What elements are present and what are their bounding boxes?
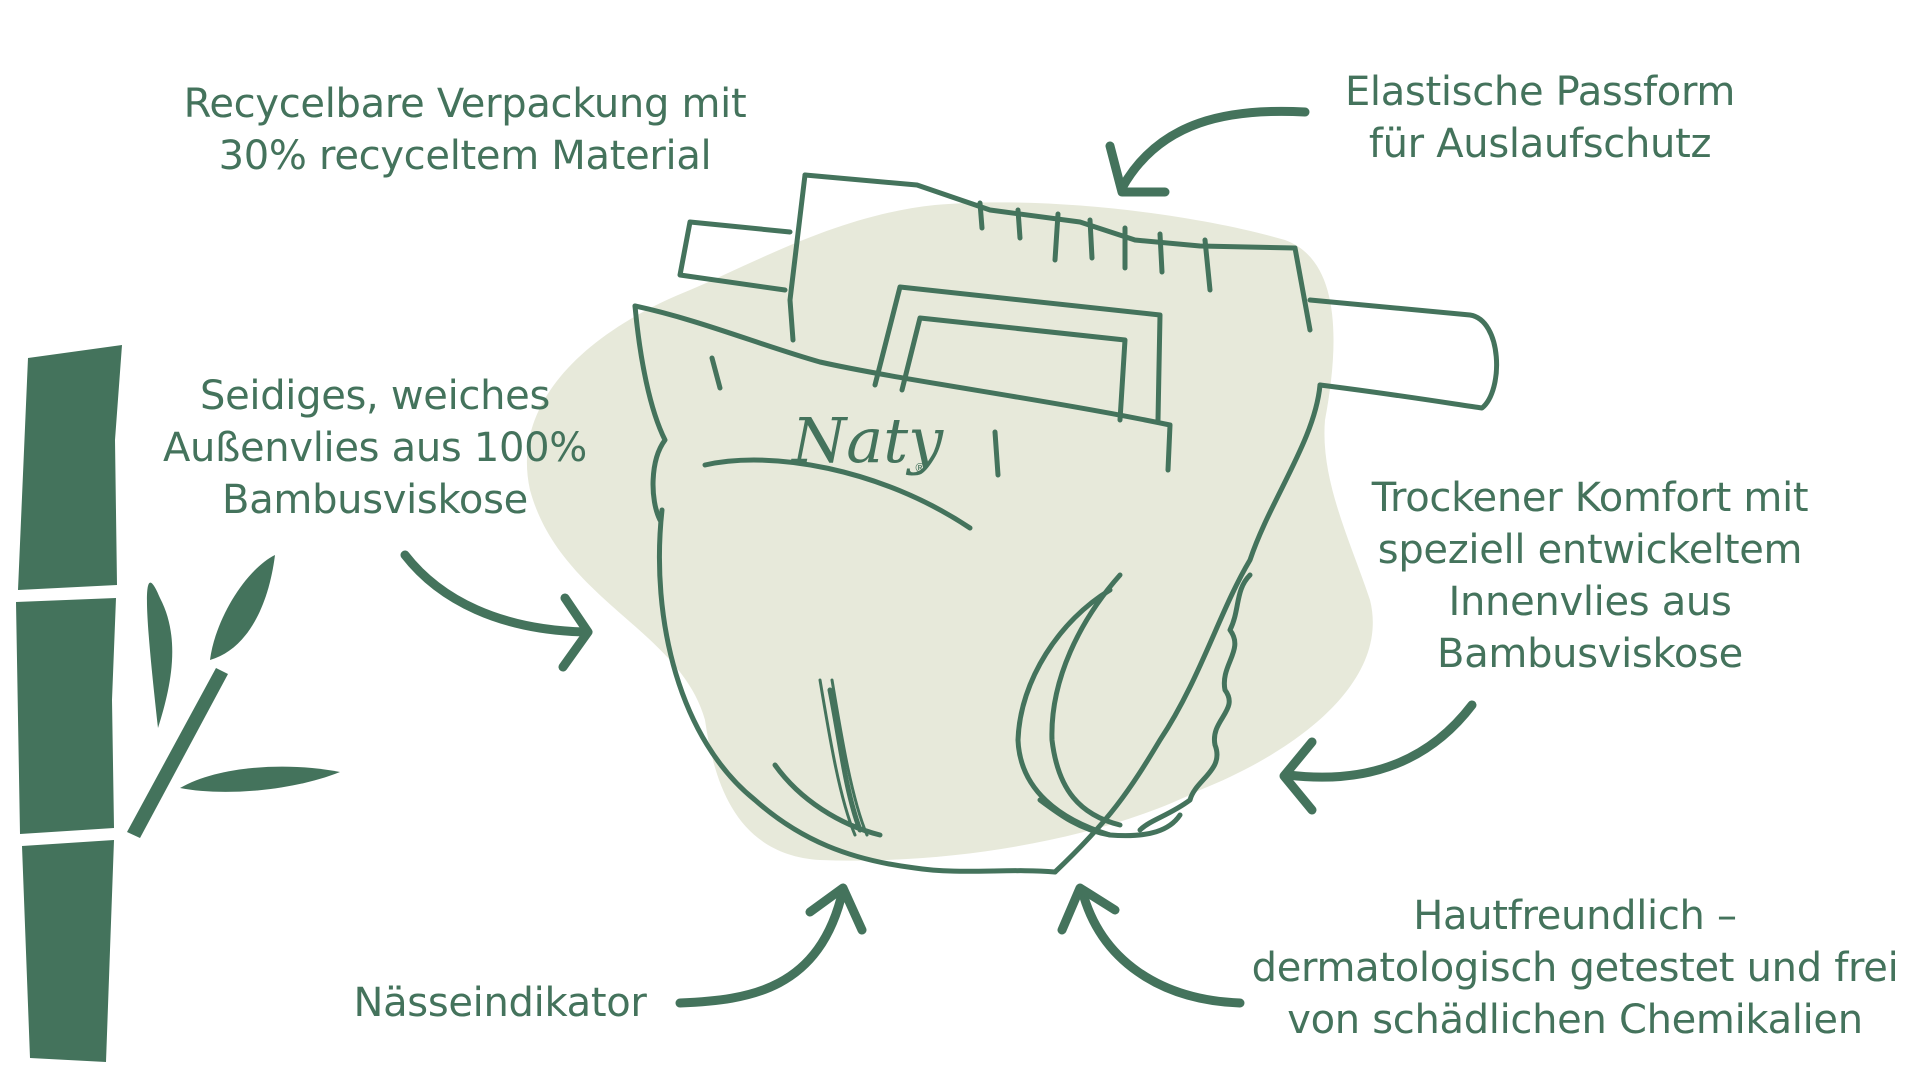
label-dry-line: Bambusviskose <box>1437 631 1743 677</box>
background-blob <box>526 202 1373 861</box>
bamboo-segment-top <box>18 345 122 590</box>
label-fit-line: Elastische Passform <box>1344 69 1736 115</box>
label-fit-line: für Auslaufschutz <box>1368 121 1712 167</box>
diaper-right-tab <box>1307 297 1500 411</box>
label-dry: Trockener Komfort mit speziell entwickel… <box>1340 472 1840 680</box>
diaper-cuff-bottom <box>1037 797 1183 839</box>
label-outer-line: Seidiges, weiches <box>199 373 551 419</box>
diaper-illustration <box>632 172 1500 875</box>
label-indicator: Nässeindikator <box>330 977 670 1029</box>
label-packaging: Recycelbare Verpackung mit 30% recycelte… <box>170 78 760 182</box>
diaper-front-fold <box>702 457 973 531</box>
diaper-back-waistband <box>802 172 1313 333</box>
arrows <box>400 106 1477 1008</box>
label-outer: Seidiges, weiches Außenvlies aus 100% Ba… <box>150 370 600 526</box>
label-indicator-line: Nässeindikator <box>353 980 647 1026</box>
label-packaging-line: Recycelbare Verpackung mit <box>183 81 747 127</box>
diaper-inner-panel-inner <box>899 315 1128 423</box>
registered-mark: ® <box>914 461 926 475</box>
label-dry-line: Innenvlies aus <box>1448 579 1732 625</box>
label-skin-line: dermatologisch getestet und frei <box>1251 945 1899 991</box>
bamboo-leaf-lower <box>180 766 340 792</box>
diaper-inner-panel-outer <box>872 284 1163 423</box>
arrow-indicator-icon <box>675 883 867 1008</box>
label-dry-line: Trockener Komfort mit <box>1371 475 1809 521</box>
diaper-back-side <box>787 172 808 343</box>
label-outer-line: Außenvlies aus 100% <box>162 425 587 471</box>
bamboo-segment-middle <box>16 598 116 834</box>
label-skin-line: Hautfreundlich – <box>1413 893 1737 939</box>
diaper-front-crease <box>709 355 1001 478</box>
arrow-skin-icon <box>1057 883 1245 1008</box>
arrow-fit-icon <box>1105 106 1310 197</box>
diaper-leg-cuff <box>1049 572 1123 828</box>
diaper-left-body <box>656 507 1058 875</box>
brand-logo: Naty <box>790 404 944 477</box>
diaper-front-edge <box>632 303 668 523</box>
arrow-outer-icon <box>400 550 593 672</box>
diaper-front-waistband <box>632 303 1173 473</box>
bamboo-branch <box>127 668 228 838</box>
label-packaging-line: 30% recyceltem Material <box>218 133 712 179</box>
diaper-left-tab <box>677 219 793 293</box>
diaper-wetness-stripes <box>818 678 869 837</box>
label-skin-line: von schädlichen Chemikalien <box>1287 997 1863 1043</box>
arrow-dry-icon <box>1279 700 1477 815</box>
label-fit: Elastische Passform für Auslaufschutz <box>1320 66 1760 170</box>
bamboo-leaf-upper-right <box>210 555 275 660</box>
label-skin: Hautfreundlich – dermatologisch getestet… <box>1240 890 1910 1046</box>
diaper-waist-ruffles <box>977 200 1213 293</box>
bamboo-leaf-upper-left <box>146 582 173 728</box>
bamboo-segment-bottom <box>22 840 114 1062</box>
label-dry-line: speziell entwickeltem <box>1377 527 1803 573</box>
bamboo-illustration <box>16 345 340 1062</box>
label-outer-line: Bambusviskose <box>222 477 528 523</box>
diaper-leg-ruffle <box>1137 572 1253 833</box>
diaper-right-body <box>1052 382 1323 875</box>
